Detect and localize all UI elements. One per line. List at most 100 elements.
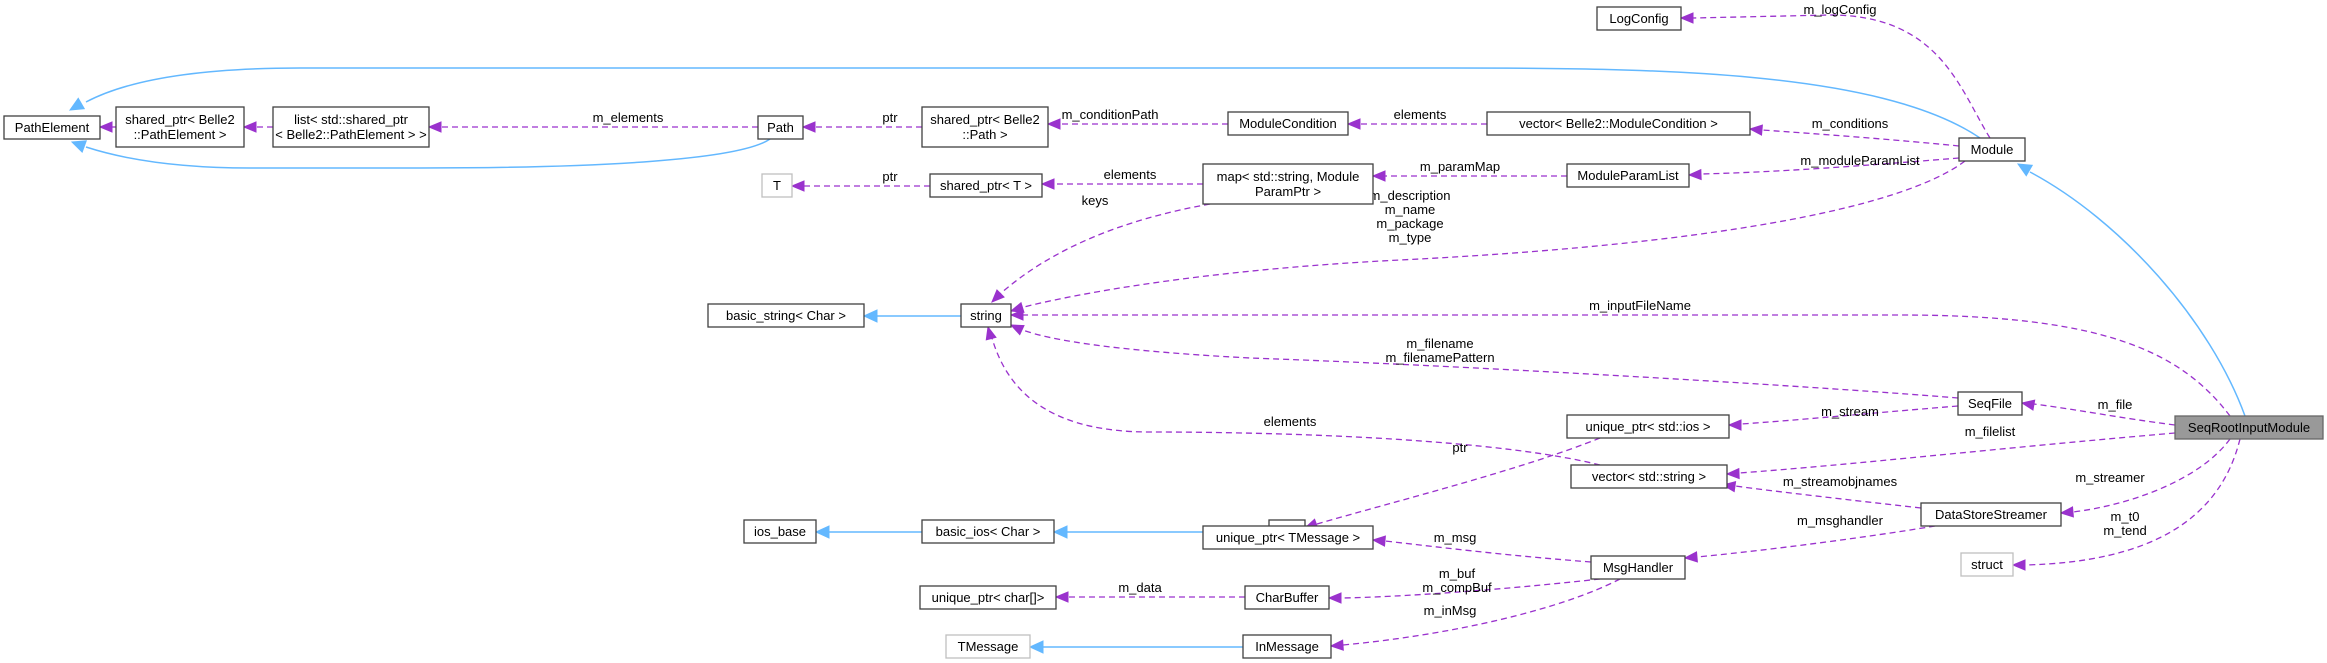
module-strings-edge-arrowhead — [1009, 301, 1025, 313]
node-charbuffer[interactable]: CharBuffer — [1244, 585, 1330, 610]
node-charbuffer-box — [1244, 585, 1330, 610]
node-datastorestreamer[interactable]: DataStoreStreamer — [1920, 502, 2062, 527]
elements-vector-string-edge: elements — [985, 325, 1601, 466]
m-file-edge-arrowhead — [2020, 399, 2036, 411]
elements-vector-string-edge-line — [991, 337, 1601, 466]
node-pathelement-box — [3, 115, 101, 140]
node-modulecondition[interactable]: ModuleCondition — [1227, 111, 1349, 136]
node-inmessage[interactable]: InMessage — [1242, 634, 1332, 659]
seqrootinputmodule-module-inheritance-edge — [2016, 163, 2246, 417]
keys-edge-arrowhead — [991, 289, 1005, 303]
node-label: Path — [767, 120, 794, 135]
node-t-box — [761, 173, 793, 198]
node-label: ParamPtr > — [1255, 184, 1321, 199]
node-module[interactable]: Module — [1958, 137, 2026, 162]
node-label: ::Path > — [962, 127, 1007, 142]
node-list-shared-ptr-box — [272, 106, 430, 148]
path-pathelement-inheritance-edge-line — [85, 138, 771, 169]
node-vector-string-box — [1570, 464, 1728, 489]
ptr-pathelement-edge-arrowhead — [98, 121, 113, 133]
m-streamobjnames-edge-label: m_streamobjnames — [1783, 474, 1898, 489]
node-label: unique_ptr< TMessage > — [1216, 530, 1360, 545]
elements-vector-string-edge-arrowhead — [985, 325, 997, 341]
node-label: basic_ios< Char > — [936, 524, 1041, 539]
node-shared-ptr-path[interactable]: shared_ptr< Belle2::Path > — [921, 106, 1049, 148]
m-parammap-edge: m_paramMap — [1371, 159, 1567, 182]
node-unique-ptr-tmessage[interactable]: unique_ptr< TMessage > — [1202, 525, 1374, 550]
node-unique-ptr-char-box — [919, 585, 1057, 610]
node-label: Module — [1971, 142, 2014, 157]
m-t0-tend-edge-arrowhead — [2011, 559, 2026, 571]
node-seqrootinputmodule-box — [2174, 415, 2324, 440]
node-shared-ptr-pathelement[interactable]: shared_ptr< Belle2::PathElement > — [115, 106, 245, 148]
elements-list-edge-arrowhead — [242, 121, 257, 133]
m-msg-edge-label: m_msg — [1434, 530, 1477, 545]
node-msghandler-box — [1590, 555, 1686, 580]
basic-ios-ios-base-inheritance-edge-arrowhead — [814, 525, 830, 539]
node-basic-ios-char[interactable]: basic_ios< Char > — [921, 519, 1055, 544]
m-logconfig-edge-line — [1692, 14, 1991, 139]
m-msghandler-edge-label: m_msghandler — [1797, 513, 1884, 528]
node-struct[interactable]: struct — [1960, 552, 2014, 577]
node-label: CharBuffer — [1256, 590, 1319, 605]
node-unique-ptr-char[interactable]: unique_ptr< char[]> — [919, 585, 1057, 610]
m-inmsg-edge-arrowhead — [1329, 639, 1344, 651]
m-stream-edge: m_stream — [1727, 404, 1959, 431]
elements-modulecondition-edge-label: elements — [1394, 107, 1447, 122]
node-path[interactable]: Path — [757, 115, 804, 140]
node-string[interactable]: string — [960, 303, 1012, 328]
inmessage-tmessage-inheritance-edge-arrowhead — [1028, 640, 1044, 654]
node-logconfig[interactable]: LogConfig — [1596, 6, 1682, 31]
node-shared-ptr-t[interactable]: shared_ptr< T > — [929, 173, 1043, 198]
m-streamobjnames-edge: m_streamobjnames — [1721, 474, 1922, 509]
seqrootinputmodule-module-inheritance-edge-arrowhead — [2016, 163, 2034, 177]
node-label: ::PathElement > — [134, 127, 227, 142]
module-strings-edge-label: m_package — [1376, 216, 1443, 231]
node-vector-string[interactable]: vector< std::string > — [1570, 464, 1728, 489]
ptr-t-edge-arrowhead — [790, 180, 805, 192]
ptr-path-edge-arrowhead — [801, 121, 816, 133]
m-msg-edge: m_msg — [1371, 530, 1592, 563]
node-seqfile[interactable]: SeqFile — [1957, 391, 2023, 416]
m-t0-tend-edge-label: m_tend — [2103, 523, 2146, 538]
node-label: LogConfig — [1609, 11, 1668, 26]
m-logconfig-edge-arrowhead — [1679, 12, 1694, 24]
m-msg-edge-line — [1384, 540, 1592, 563]
ptr-ios-edge: ptr — [1303, 437, 1601, 530]
m-msghandler-edge-arrowhead — [1683, 551, 1698, 563]
ptr-path-edge: ptr — [801, 110, 922, 133]
node-ios-base[interactable]: ios_base — [743, 519, 817, 544]
node-msghandler[interactable]: MsgHandler — [1590, 555, 1686, 580]
node-seqrootinputmodule[interactable]: SeqRootInputModule — [2174, 415, 2324, 440]
m-inputfilename-edge-arrowhead — [1009, 309, 1024, 321]
node-tmessage[interactable]: TMessage — [945, 634, 1031, 659]
node-t[interactable]: T — [761, 173, 793, 198]
m-stream-edge-label: m_stream — [1821, 404, 1879, 419]
seqfile-filename-edge-label: m_filename — [1406, 336, 1473, 351]
m-elements-edge: m_elements — [427, 110, 758, 133]
node-basic-ios-char-box — [921, 519, 1055, 544]
node-list-shared-ptr[interactable]: list< std::shared_ptr< Belle2::PathEleme… — [272, 106, 430, 148]
m-inputfilename-edge-label: m_inputFileName — [1589, 298, 1691, 313]
m-t0-tend-edge-label: m_t0 — [2111, 509, 2140, 524]
node-moduleparamlist[interactable]: ModuleParamList — [1566, 163, 1690, 188]
node-shared-ptr-t-box — [929, 173, 1043, 198]
node-label: MsgHandler — [1603, 560, 1674, 575]
m-msghandler-edge: m_msghandler — [1683, 513, 1936, 563]
seqfile-filename-edge-label: m_filenamePattern — [1385, 350, 1494, 365]
module-pathelement-inheritance-edge-line — [85, 67, 1981, 139]
node-pathelement[interactable]: PathElement — [3, 115, 101, 140]
m-streamer-edge-label: m_streamer — [2075, 470, 2145, 485]
node-unique-ptr-ios-box — [1566, 414, 1730, 439]
node-label: ios_base — [754, 524, 806, 539]
node-vector-modulecondition[interactable]: vector< Belle2::ModuleCondition > — [1486, 111, 1751, 136]
elements-vector-string-edge-label: elements — [1264, 414, 1317, 429]
m-stream-edge-line — [1740, 405, 1959, 425]
elements-modulecondition-edge-arrowhead — [1346, 118, 1361, 130]
m-file-edge: m_file — [2020, 397, 2176, 426]
elements-modulecondition-edge: elements — [1346, 107, 1487, 130]
node-basic-string-char[interactable]: basic_string< Char > — [707, 303, 865, 328]
node-unique-ptr-ios[interactable]: unique_ptr< std::ios > — [1566, 414, 1730, 439]
